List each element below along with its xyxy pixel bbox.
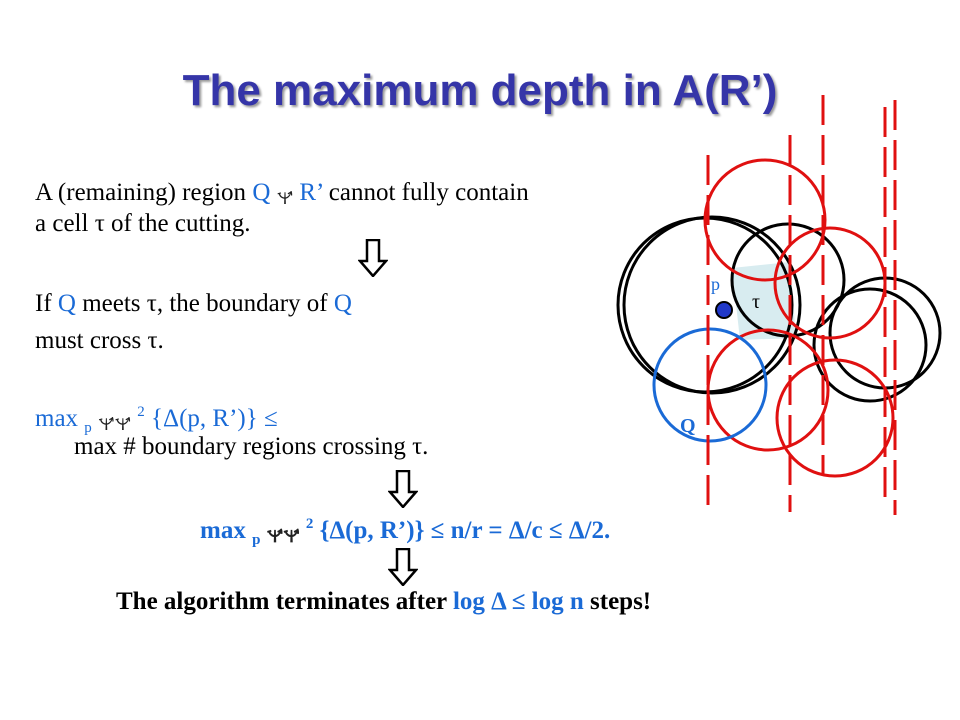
text: steps! xyxy=(583,588,652,615)
black-circle xyxy=(812,287,928,403)
red-circle xyxy=(703,158,827,282)
text: of the cutting. xyxy=(104,210,251,237)
black-circle xyxy=(730,222,846,338)
region-r-prime: R’ xyxy=(293,179,323,206)
tau-symbol: τ xyxy=(146,290,157,317)
region-q: Q xyxy=(252,179,271,206)
slide-title: The maximum depth in A(R’) xyxy=(182,66,778,115)
text: a cell xyxy=(35,210,95,237)
point-p xyxy=(715,301,733,319)
text: The algorithm terminates after xyxy=(116,588,453,615)
region-q: Q xyxy=(57,290,76,317)
region-q: Q xyxy=(333,290,352,317)
text: meets xyxy=(75,290,147,317)
subscript-p: p xyxy=(84,420,92,436)
text: max xyxy=(200,517,253,544)
text: {Δ(p, R’)} ≤ xyxy=(144,405,278,432)
implies-arrow-icon xyxy=(388,548,418,586)
text: . xyxy=(157,327,164,354)
text-line-2: a cell τ of the cutting. xyxy=(35,210,251,238)
label-p: p xyxy=(711,274,720,294)
text: {Δ(p, R’)} ≤ n/r = Δ/c ≤ Δ/2. xyxy=(313,517,611,544)
implies-arrow-icon xyxy=(388,470,418,508)
tau-symbol: τ xyxy=(94,210,105,237)
region-q-circle xyxy=(652,327,768,443)
implies-arrow-icon xyxy=(358,239,388,277)
text-line-7: max p 🝤🝤 2 {Δ(p, R’)} ≤ n/r = Δ/c ≤ Δ/2. xyxy=(200,512,610,549)
label-tau: τ xyxy=(752,291,760,313)
text: A (remaining) region xyxy=(35,179,253,206)
tau-symbol: τ xyxy=(147,327,158,354)
text: must cross xyxy=(35,327,148,354)
text-line-8: The algorithm terminates after log Δ ≤ l… xyxy=(116,588,651,616)
label-q: Q xyxy=(680,415,696,437)
text: max xyxy=(35,405,85,432)
text-line-6: max # boundary regions crossing τ. xyxy=(74,433,429,460)
text-line-3: If Q meets τ, the boundary of Q xyxy=(35,290,352,318)
subset-symbol-glyph: 🝤🝤 xyxy=(98,414,131,434)
text: cannot fully contain xyxy=(322,179,529,206)
superscript-2: 2 xyxy=(305,516,314,532)
red-circle xyxy=(775,358,895,478)
text-line-4: must cross τ. xyxy=(35,327,164,355)
subset-symbol-glyph: 🝤🝤 xyxy=(266,526,300,546)
red-circle xyxy=(706,328,830,452)
text: If xyxy=(35,290,58,317)
log-expression: log Δ ≤ log n xyxy=(452,588,584,615)
text-line-5: max p 🝤🝤 2 {Δ(p, R’)} ≤ xyxy=(35,400,278,437)
text-line-1: A (remaining) region Q 🝤 R’ cannot fully… xyxy=(35,174,529,211)
subset-symbol-glyph: 🝤 xyxy=(276,188,294,208)
text: , the boundary of xyxy=(156,290,334,317)
black-circle xyxy=(622,215,802,395)
superscript-2: 2 xyxy=(137,404,145,420)
subscript-p: p xyxy=(252,532,261,548)
